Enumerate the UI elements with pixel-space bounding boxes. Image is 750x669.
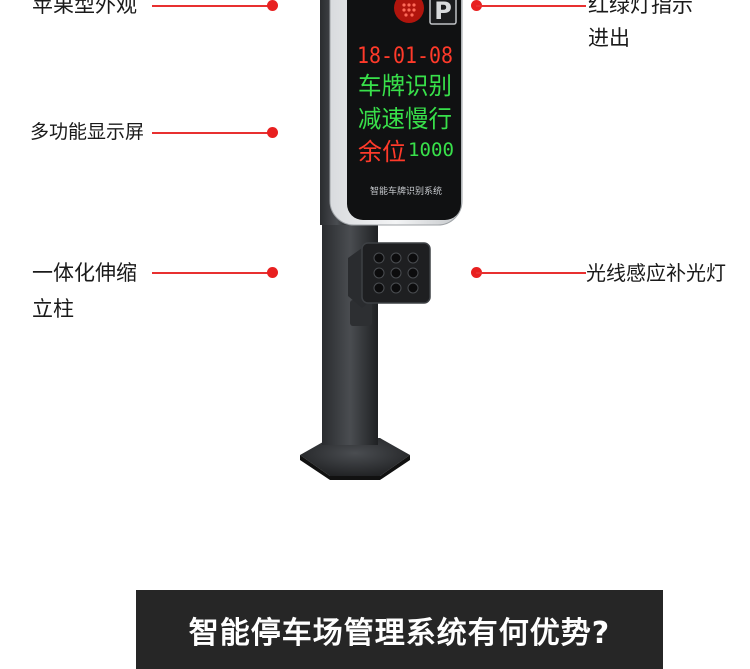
- callout-fill-light: 光线感应补光灯: [586, 261, 726, 285]
- callout-traffic-light-line2: 进出: [588, 26, 630, 50]
- callout-line-fill-light: [476, 272, 586, 274]
- led-spaces-value: 1000: [408, 139, 454, 161]
- led-spaces-label: 余位: [358, 138, 406, 166]
- callout-line-multi-display: [152, 132, 272, 134]
- callout-dot-telescopic: [267, 267, 278, 278]
- callout-dot-multi-display: [267, 127, 278, 138]
- callout-line-traffic-light: [476, 5, 586, 7]
- led-plate-recognition: 车牌识别: [358, 72, 452, 100]
- section-banner-title: 智能停车场管理系统有何优势?: [188, 615, 611, 651]
- pole-base: [300, 438, 410, 480]
- parking-sign-label: P: [434, 0, 452, 25]
- display-housing: [329, 0, 463, 226]
- traffic-light: [394, 0, 424, 23]
- section-banner: 智能停车场管理系统有何优势?: [136, 590, 663, 669]
- callout-dot-apple-design: [267, 0, 278, 11]
- fill-light-unit: [348, 242, 431, 308]
- callout-telescopic-line1: 一体化伸缩: [32, 261, 137, 285]
- led-slow-down: 减速慢行: [358, 105, 452, 133]
- display-brand-label: 智能车牌识别系统: [370, 185, 442, 197]
- callout-traffic-light-line1: 红绿灯指示: [588, 0, 693, 17]
- callout-multi-display: 多功能显示屏: [30, 121, 145, 143]
- callout-apple-design: 苹果型外观: [32, 0, 137, 17]
- callout-line-telescopic: [152, 272, 272, 274]
- parking-sign: [429, 0, 457, 25]
- pole-clamp: [350, 300, 372, 326]
- led-date: 18-01-08: [357, 44, 453, 69]
- callout-telescopic-line2: 立柱: [32, 297, 74, 321]
- callout-line-apple-design: [152, 5, 272, 7]
